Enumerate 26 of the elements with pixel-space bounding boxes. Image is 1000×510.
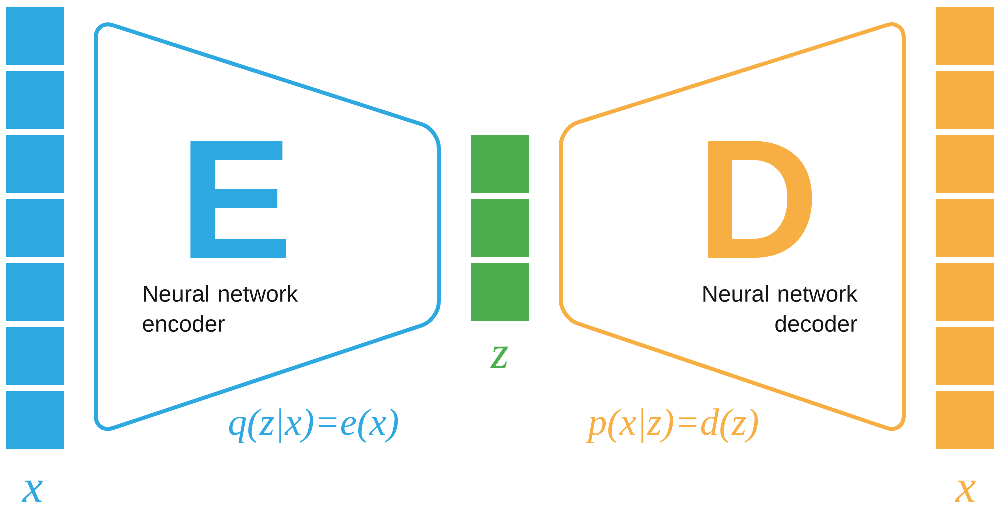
vector-cell (936, 391, 994, 449)
vector-cell (6, 135, 64, 193)
vector-cell (936, 263, 994, 321)
variable-label: x (22, 480, 43, 502)
vector-cell (936, 135, 994, 193)
description-text: Neural network encoder (143, 285, 298, 332)
vector-cell (471, 135, 529, 193)
variable-label: x (955, 480, 976, 502)
vector-cell (6, 71, 64, 129)
big-letter: D (708, 141, 812, 258)
vector-cell (6, 7, 64, 65)
vector-cell (936, 327, 994, 385)
formula-label: p(x|z)=d(z) (586, 408, 758, 444)
vector-cell (6, 327, 64, 385)
vector-cell (6, 391, 64, 449)
vector-cell (936, 71, 994, 129)
vector-cell (936, 7, 994, 65)
vector-cell (6, 199, 64, 257)
vector-cell (936, 199, 994, 257)
big-letter: E (190, 141, 286, 258)
formula-label: q(z|x)=e(x) (229, 408, 398, 444)
variable-label: z (490, 346, 508, 368)
vector-cell (471, 199, 529, 257)
description-text: Neural network decoder (704, 285, 858, 332)
vector-cell (6, 263, 64, 321)
vector-cell (471, 263, 529, 321)
